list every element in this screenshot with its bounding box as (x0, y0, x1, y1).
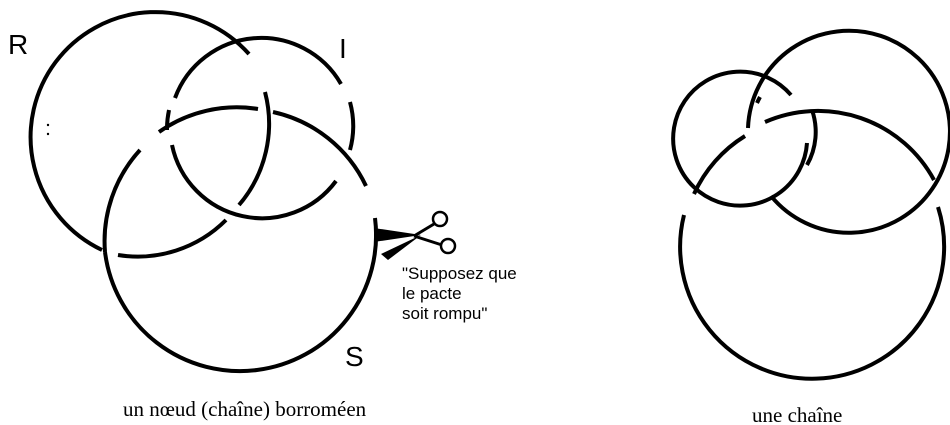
stray-mark (46, 132, 50, 136)
ring-label-i: I (339, 33, 347, 64)
chain-knot (671, 28, 950, 381)
ring-s (102, 105, 379, 374)
chain-ring-large (678, 108, 947, 381)
borromean-knot: R I S (8, 10, 379, 374)
cut-note-line-2: le pacte (402, 284, 462, 303)
ring-i (164, 36, 356, 221)
cut-note: "Supposez que le pacte soit rompu" (402, 264, 521, 323)
chain-ring-small (671, 69, 818, 208)
ring-label-r: R (8, 29, 28, 60)
cut-note-line-1: "Supposez que (402, 264, 517, 283)
chain-caption: une chaîne (752, 403, 842, 425)
ring-label-s: S (345, 341, 364, 372)
ring-r (28, 10, 272, 259)
borromean-caption: un nœud (chaîne) borroméen (123, 397, 367, 421)
stray-mark (46, 123, 50, 127)
scissors-icon (374, 210, 457, 260)
cut-note-line-3: soit rompu" (402, 304, 487, 323)
chain-ring-upper (746, 28, 950, 235)
